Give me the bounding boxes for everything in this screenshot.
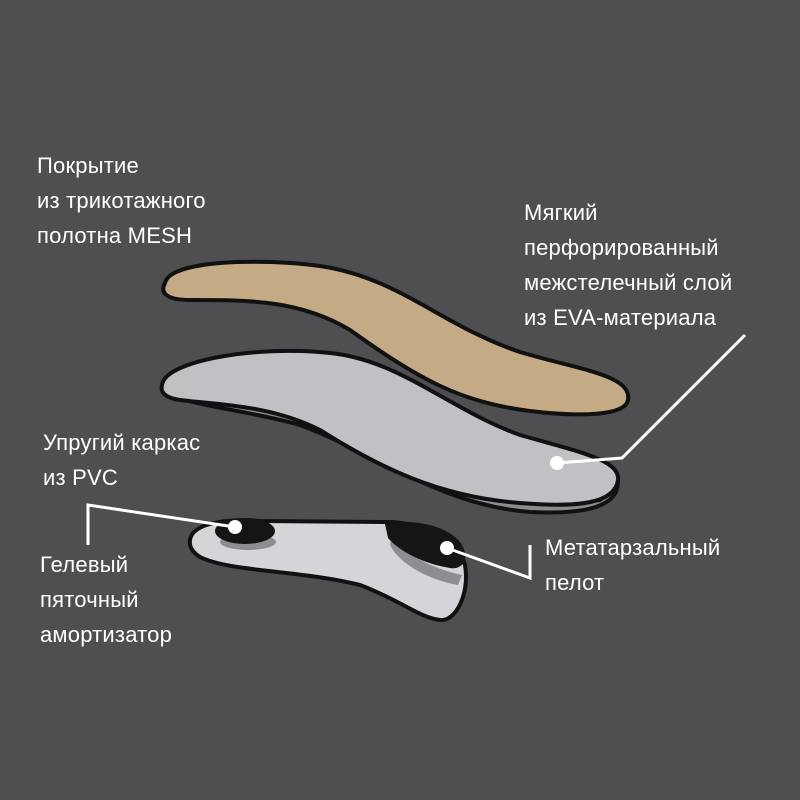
metatarsal-label-line: пелот (545, 570, 605, 595)
pvc-label-line: из PVC (43, 465, 118, 490)
pvc-label: Упругий каркас из PVC (43, 425, 200, 495)
mesh-layer (161, 259, 631, 417)
heel-label: Гелевый пяточный амортизатор (40, 547, 172, 652)
mesh-label-line: Покрытие (37, 153, 139, 178)
metatarsal-pad (385, 521, 466, 569)
metatarsal-pad-shadow (390, 535, 462, 585)
mesh-label-line: полотна MESH (37, 223, 193, 248)
eva-label: Мягкий перфорированный межстелечный слой… (524, 195, 732, 335)
mesh-label-line: из трикотажного (37, 188, 206, 213)
eva-label-line: из EVA-материала (524, 305, 717, 330)
metatarsal-leader (446, 545, 532, 581)
metatarsal-dot (440, 541, 454, 555)
heel-label-line: Гелевый (40, 552, 129, 577)
eva-layer (159, 348, 620, 507)
eva-dot (550, 456, 564, 470)
mesh-label: Покрытие из трикотажного полотна MESH (37, 148, 206, 253)
heel-label-line: амортизатор (40, 622, 173, 647)
heel-leader (86, 503, 236, 545)
metatarsal-label: Метатарзальный пелот (545, 530, 720, 600)
eva-label-line: перфорированный (524, 235, 719, 260)
heel-label-line: пяточный (40, 587, 139, 612)
eva-leader (556, 333, 747, 465)
leader-lines (86, 333, 747, 581)
pvc-label-line: Упругий каркас (43, 430, 201, 455)
eva-label-line: Мягкий (524, 200, 598, 225)
heel-gel-pad (215, 518, 275, 544)
eva-label-line: межстелечный слой (524, 270, 733, 295)
heel-dot (228, 520, 242, 534)
metatarsal-label-line: Метатарзальный (545, 535, 721, 560)
